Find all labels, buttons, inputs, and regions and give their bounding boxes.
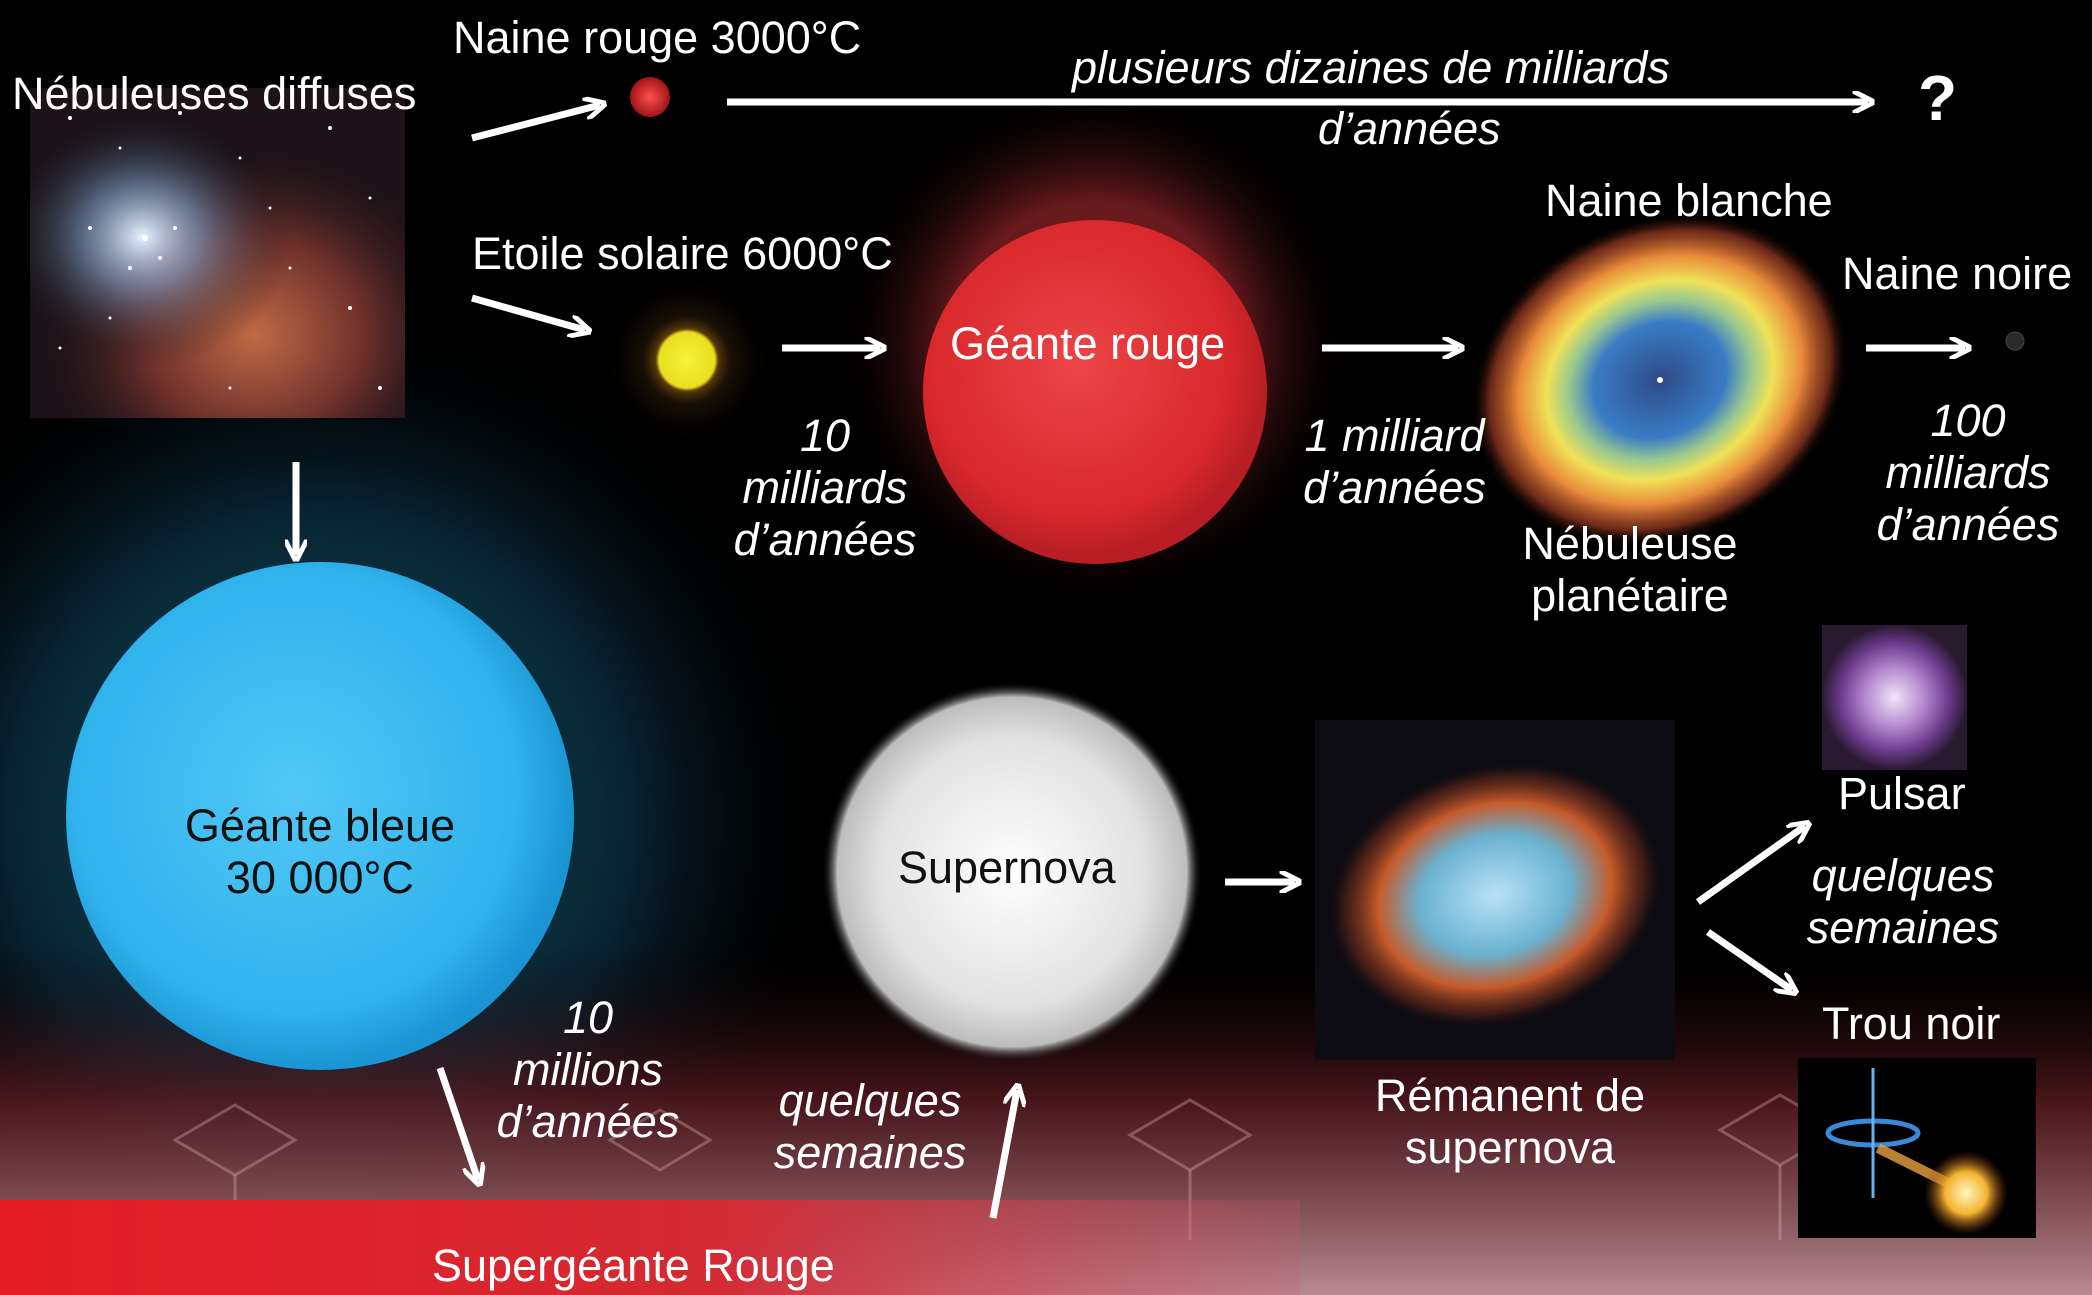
label-white-dwarf: Naine blanche (1545, 175, 1833, 226)
label-solar-star: Etoile solaire 6000°C (472, 228, 893, 279)
supernova-star (822, 682, 1202, 1062)
label-hundred-billion-years: 100 milliards d’années (1858, 395, 2078, 550)
label-diffuse-nebulae: Nébuleuses diffuses (12, 68, 417, 119)
label-one-billion-years: 1 milliard d’années (1272, 410, 1517, 514)
label-red-supergiant: Supergéante Rouge (432, 1240, 835, 1291)
label-ten-million-years-line3: d’années (496, 1095, 680, 1147)
supernova-remnant-image (1315, 720, 1675, 1060)
label-few-weeks-left-line1: quelques (778, 1075, 962, 1126)
label-supernova: Supernova (898, 842, 1116, 893)
label-one-billion-years-line2: d’années (1303, 461, 1486, 513)
label-black-hole: Trou noir (1822, 998, 2001, 1049)
star-specks (58, 111, 382, 390)
label-blue-giant-line1: Géante bleue (184, 800, 456, 851)
arrow-nebula-to-red-dwarf (471, 105, 600, 142)
label-few-weeks-left: quelques semaines (745, 1075, 995, 1179)
solar-star (600, 273, 774, 447)
label-question-mark: ? (1918, 62, 1958, 134)
red-dwarf-star (630, 77, 670, 117)
arrow-blue-giant-to-supergiant (436, 1066, 478, 1180)
arrow-remnant-to-black-hole (1706, 929, 1792, 990)
label-black-dwarf: Naine noire (1842, 248, 2073, 299)
label-hundred-billion-years-line3: d’années (1876, 498, 2060, 550)
label-planetary-nebula-line2: planétaire (1531, 569, 1729, 621)
label-ten-billion-years: 10 milliards d’années (715, 410, 935, 565)
red-giant-star (923, 220, 1267, 564)
label-planetary-nebula-line1: Nébuleuse (1522, 518, 1738, 569)
label-ten-million-years-line2: millions (512, 1043, 664, 1095)
label-red-giant: Géante rouge (950, 318, 1226, 369)
arrow-nebula-to-sun (471, 294, 585, 330)
label-pulsar: Pulsar (1838, 768, 1966, 819)
label-tens-of-billions-years-1: plusieurs dizaines de milliards (1072, 42, 1670, 93)
label-blue-giant-line2: 30 000°C (225, 851, 415, 903)
label-ten-million-years: 10 millions d’années (468, 992, 708, 1147)
label-ten-billion-years-line2: milliards (742, 461, 908, 513)
label-few-weeks-right-line2: semaines (1806, 901, 2000, 953)
planetary-nebula-image (1470, 215, 1850, 545)
label-ten-million-years-line1: 10 (562, 992, 614, 1043)
black-hole-image (1798, 1058, 2036, 1238)
arrow-remnant-to-pulsar (1695, 826, 1805, 905)
label-planetary-nebula: Nébuleuse planétaire (1500, 518, 1760, 622)
pulsar-image (1822, 625, 1967, 770)
label-ten-billion-years-line1: 10 (799, 410, 851, 461)
black-dwarf-star (2005, 331, 2025, 351)
label-ten-billion-years-line3: d’années (733, 513, 917, 565)
label-hundred-billion-years-line1: 100 (1930, 395, 2006, 446)
blue-giant-star (66, 562, 574, 1070)
label-few-weeks-left-line2: semaines (773, 1126, 967, 1178)
label-supernova-remnant-line1: Rémanent de (1374, 1070, 1646, 1121)
arrow-supergiant-to-supernova (989, 1090, 1017, 1219)
label-one-billion-years-line1: 1 milliard (1304, 410, 1485, 461)
label-few-weeks-right: quelques semaines (1778, 850, 2028, 954)
label-few-weeks-right-line1: quelques (1811, 850, 1995, 901)
supergiant-band (0, 1200, 1300, 1295)
label-red-dwarf: Naine rouge 3000°C (453, 12, 862, 63)
label-supernova-remnant: Rémanent de supernova (1345, 1070, 1675, 1174)
label-hundred-billion-years-line2: milliards (1885, 446, 2051, 498)
diffuse-nebula-image (30, 88, 405, 418)
label-blue-giant: Géante bleue 30 000°C (160, 800, 480, 904)
label-tens-of-billions-years-2: d’années (1318, 103, 1501, 154)
label-supernova-remnant-line2: supernova (1404, 1121, 1616, 1173)
